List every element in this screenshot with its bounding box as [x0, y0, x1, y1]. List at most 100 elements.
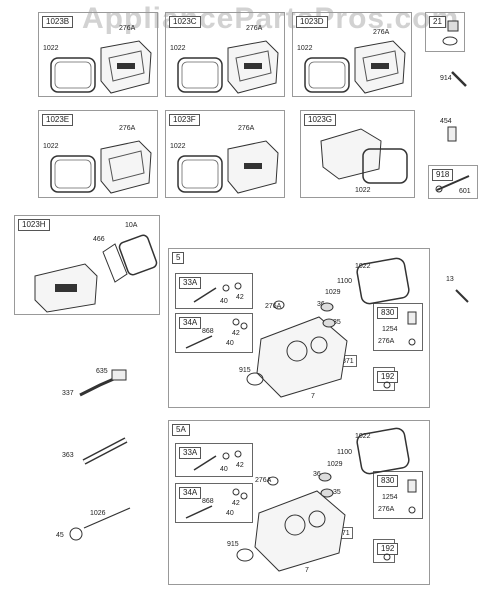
valve-cover-kit-icon — [34, 234, 158, 313]
part-871-label: 871 — [338, 530, 350, 537]
cover-label: 276A — [238, 125, 255, 132]
subkit-34A[interactable]: 34A 868 42 40 — [175, 313, 253, 353]
kit-1023H[interactable]: 1023H 466 10A — [14, 215, 160, 315]
cover-label: 276A — [119, 125, 136, 132]
subkit-192[interactable]: 192 — [373, 367, 399, 391]
part-276A-label: 276A — [265, 303, 282, 310]
assembly-5[interactable]: 5 1022 1100 1029 276A 36 35 915 7 871 33… — [168, 248, 430, 408]
part-1029-label: 1029 — [327, 461, 343, 468]
cover-label: 276A — [373, 29, 390, 36]
part-42-label: 42 — [236, 462, 244, 469]
part-871-box[interactable]: 871 — [335, 527, 353, 539]
linkage-icon — [435, 175, 470, 193]
kit-tag: 1023D — [296, 16, 328, 28]
subkit-830[interactable]: 830 1254 276A — [373, 303, 423, 351]
part-21[interactable]: 21 — [425, 12, 465, 52]
part-45-label: 45 — [56, 532, 64, 539]
part-40-label: 40 — [226, 340, 234, 347]
assembly-tag: 5A — [172, 424, 190, 436]
kit-tag: 1023B — [42, 16, 74, 28]
part-871-label: 871 — [342, 358, 354, 365]
subkit-tag: 34A — [179, 487, 202, 499]
gasket-label: 1022 — [170, 45, 186, 52]
kit-1023E[interactable]: 1023E 1022 276A — [38, 110, 158, 198]
breather-icon — [407, 311, 417, 346]
subkit-192[interactable]: 192 — [373, 539, 399, 563]
assembly-tag: 5 — [172, 252, 185, 264]
subkit-33A[interactable]: 33A 40 42 — [175, 273, 253, 309]
part-1254-label: 1254 — [382, 494, 398, 501]
watermark: AppliancePartsPros.com — [82, 2, 460, 35]
valve-icon — [185, 488, 248, 519]
part-363-label: 363 — [62, 452, 74, 459]
kit-tag: 1023F — [169, 114, 200, 126]
gasket-label: 1022 — [170, 143, 186, 150]
part-915-label: 915 — [227, 541, 239, 548]
valve-icon — [193, 450, 242, 471]
part-40-label: 40 — [220, 466, 228, 473]
part-466-label: 466 — [93, 236, 105, 243]
gasket-label: 1022 — [43, 143, 59, 150]
part-1100-label: 1100 — [337, 449, 353, 456]
part-10A-label: 10A — [125, 222, 138, 229]
part-1100-label: 1100 — [337, 278, 353, 285]
part-868-label: 868 — [202, 498, 214, 505]
part-918[interactable]: 918 601 — [428, 165, 478, 199]
valve-cover-gasket-icon — [304, 40, 406, 94]
cover-label: 276A — [119, 25, 136, 32]
valve-cover-gasket-icon — [177, 40, 279, 94]
subkit-tag: 34A — [179, 317, 202, 329]
part-635-label: 635 — [96, 368, 108, 375]
valve-icon — [193, 282, 242, 303]
part-914-label: 914 — [440, 75, 452, 82]
part-tag: 21 — [429, 16, 446, 28]
subkit-830[interactable]: 830 1254 276A — [373, 471, 423, 519]
part-868-label: 868 — [202, 328, 214, 335]
plug-icon — [383, 553, 391, 561]
kit-1023B[interactable]: 1023B 1022 276A — [38, 12, 158, 97]
kit-1023C[interactable]: 1023C 1022 276A — [165, 12, 285, 97]
kit-tag: 1023H — [18, 219, 50, 231]
part-1026-label: 1026 — [90, 510, 106, 517]
valve-cover-gasket-icon — [177, 140, 279, 194]
part-1254-label: 1254 — [382, 326, 398, 333]
part-454-label: 454 — [440, 118, 452, 125]
kit-1023D[interactable]: 1023D 1022 276A — [292, 12, 412, 97]
kit-1023G[interactable]: 1023G 1022 — [300, 110, 415, 198]
subkit-tag: 33A — [179, 277, 202, 289]
part-601-label: 601 — [459, 188, 471, 195]
valve-icon — [185, 318, 248, 349]
part-915-label: 915 — [239, 367, 251, 374]
kit-tag: 1023E — [42, 114, 74, 126]
valve-cover-gasket-icon — [320, 128, 408, 184]
breather-icon — [407, 479, 417, 514]
subkit-tag: 33A — [179, 447, 202, 459]
part-276A-label: 276A — [378, 506, 395, 513]
subkit-tag: 830 — [377, 307, 399, 319]
kit-1023F[interactable]: 1023F 1022 276A — [165, 110, 285, 198]
subkit-34A[interactable]: 34A 868 42 40 — [175, 483, 253, 523]
part-40-label: 40 — [226, 510, 234, 517]
subkit-tag: 830 — [377, 475, 399, 487]
valve-cover-gasket-icon — [50, 140, 152, 194]
part-13-label: 13 — [446, 276, 454, 283]
cover-label: 276A — [246, 25, 263, 32]
gasket-label: 1022 — [355, 187, 371, 194]
gasket-label: 1022 — [297, 45, 313, 52]
part-42-label: 42 — [236, 294, 244, 301]
subkit-tag: 192 — [377, 371, 399, 383]
part-276A-label: 276A — [378, 338, 395, 345]
part-40-label: 40 — [220, 298, 228, 305]
gasket-label: 1022 — [355, 433, 371, 440]
part-7-label: 7 — [311, 393, 315, 400]
nut-icon — [442, 20, 459, 46]
part-42-label: 42 — [232, 330, 240, 337]
part-871-box[interactable]: 871 — [339, 355, 357, 367]
part-36-label: 36 — [317, 301, 325, 308]
part-276A-label: 276A — [255, 477, 272, 484]
part-1029-label: 1029 — [325, 289, 341, 296]
subkit-33A[interactable]: 33A 40 42 — [175, 443, 253, 477]
part-42-label: 42 — [232, 500, 240, 507]
assembly-5A[interactable]: 5A 1022 1100 1029 276A 36 35 915 7 871 3… — [168, 420, 430, 585]
part-tag: 918 — [432, 169, 454, 181]
